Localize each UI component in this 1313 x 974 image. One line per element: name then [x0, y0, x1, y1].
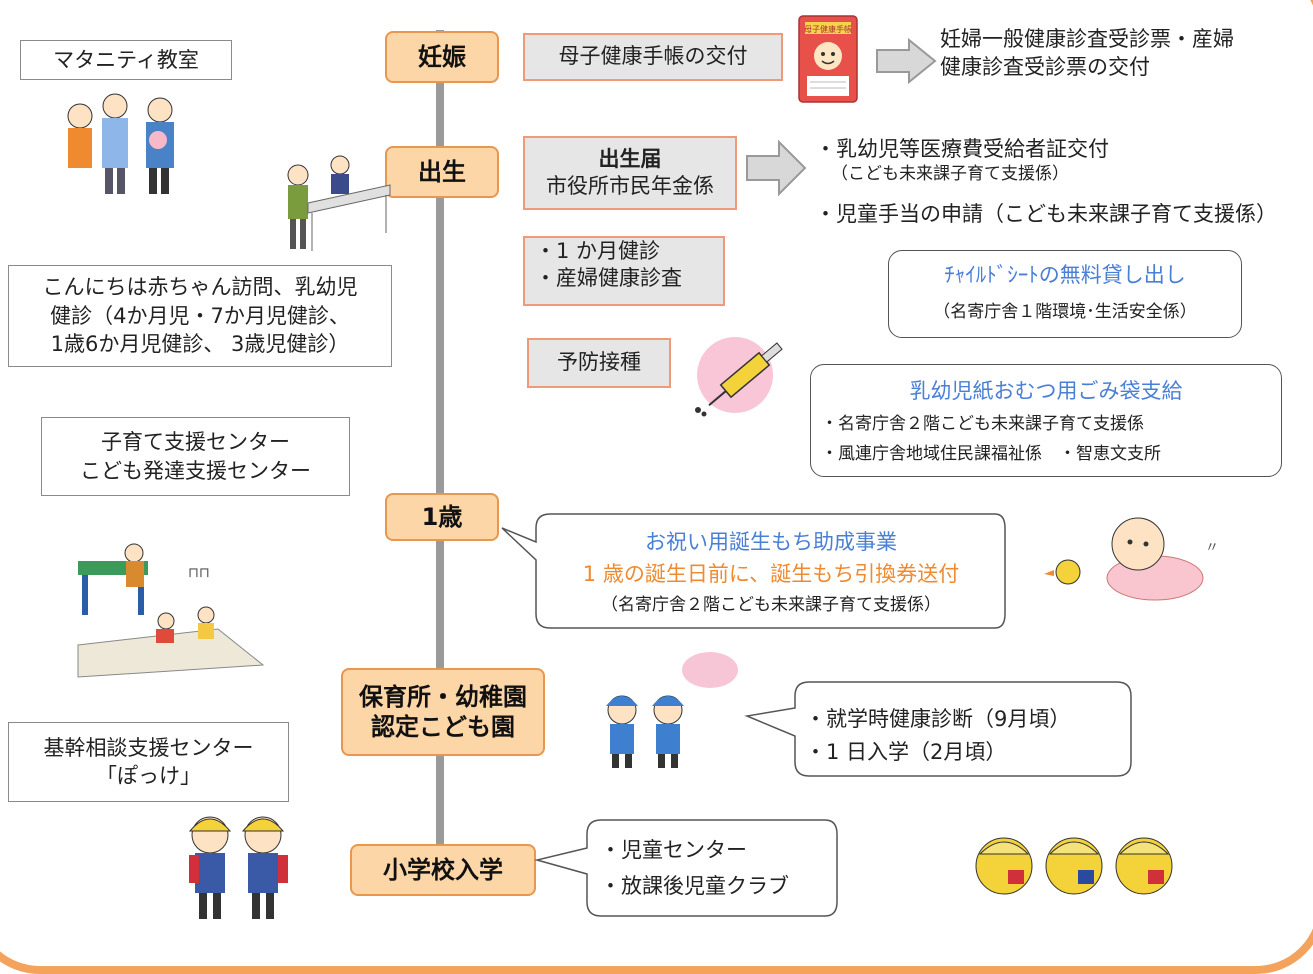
child-allowance-text: ・児童手当の申請（こども未来課子育て支援係）: [815, 202, 1277, 226]
birthday-mochi-title: お祝い用誕生もち助成事業: [645, 530, 897, 554]
maternity-class-box: マタニティ教室: [20, 40, 232, 80]
checkup-tickets-text: 妊婦一般健康診査受診票・産婦健康診査受診票の交付: [940, 27, 1234, 80]
chicks-illustration: [975, 837, 1173, 895]
syringe-icon: [695, 337, 783, 417]
stage-one-year: 1歳: [385, 493, 499, 541]
arrow-birth-icon: [746, 139, 807, 197]
diaper-bags-title: 乳幼児紙おむつ用ごみ袋支給: [909, 379, 1183, 403]
birth-registration-box: 出生届市役所市民年金係: [523, 136, 737, 210]
child-seat-title: ﾁｬｲﾙﾄﾞｼｰﾄの無料貸し出し: [944, 263, 1186, 287]
stage-birth: 出生: [385, 146, 499, 198]
after-school-club: ・放課後児童クラブ: [600, 874, 789, 898]
diaper-bags-box: 乳幼児紙おむつ用ごみ袋支給 ・名寄庁舎２階こども未来課子育て支援係 ・風連庁舎地…: [810, 364, 1282, 477]
park-illustration: ⊓⊓: [77, 543, 265, 678]
medical-cert-text: ・乳幼児等医療費受給者証交付 （こども未来課子育て支援係）: [815, 137, 1109, 185]
children-center: ・児童センター: [600, 838, 747, 862]
stage-pregnancy: 妊娠: [385, 31, 499, 83]
schoolchildren-illustration: [188, 816, 288, 919]
family-illustration: [67, 93, 174, 194]
one-day-admission: ・1 日入学（2月頃）: [805, 740, 1007, 764]
child-seat-place: （名寄庁舎１階環境･生活安全係）: [933, 302, 1197, 322]
support-centers-box: 子育て支援センターこども発達支援センター: [41, 417, 350, 496]
one-year-callout-shape: [501, 513, 1006, 629]
arrow-pregnancy-icon: [876, 37, 937, 85]
timeline-line: [436, 30, 444, 880]
nursery-callout-shape: [744, 681, 1132, 777]
school-health-check: ・就学時健康診断（9月頃）: [805, 707, 1071, 731]
child-seat-box: ﾁｬｲﾙﾄﾞｼｰﾄの無料貸し出し （名寄庁舎１階環境･生活安全係）: [888, 250, 1242, 338]
handbook-icon: 母子健康手帳: [798, 15, 858, 103]
baby-visit-box: こんにちは赤ちゃん訪問、乳幼児健診（4か月児・7か月児健診、1歳6か月児健診、 …: [8, 265, 392, 367]
stage-nursery: 保育所・幼稚園認定こども園: [341, 668, 545, 756]
handbook-issue-box: 母子健康手帳の交付: [523, 33, 783, 81]
svg-text:⊓⊓: ⊓⊓: [188, 565, 210, 581]
one-month-checkup-box: ・1 か月健診・産婦健康診査: [523, 236, 725, 306]
svg-text:〃: 〃: [1205, 540, 1219, 556]
preschoolers-illustration: [606, 652, 738, 768]
stage-elementary: 小学校入学: [350, 844, 536, 896]
birthday-mochi-place: （名寄庁舎２階こども未来課子育て支援係）: [601, 595, 941, 615]
crawling-baby-illustration: 〃: [1044, 517, 1219, 601]
diaper-bags-line1: ・名寄庁舎２階こども未来課子育て支援係: [821, 414, 1144, 434]
handbook-cover-text: 母子健康手帳: [804, 24, 852, 34]
elementary-callout-shape: [534, 819, 838, 917]
diaper-bags-line2: ・風連庁舎地域住民課福祉係 ・智恵文支所: [821, 444, 1161, 464]
birthday-mochi-detail: 1 歳の誕生日前に、誕生もち引換券送付: [582, 562, 960, 586]
reception-desk-illustration: [287, 155, 391, 251]
vaccination-box: 予防接種: [527, 338, 671, 388]
consultation-center-box: 基幹相談支援センター「ぽっけ」: [8, 722, 289, 802]
